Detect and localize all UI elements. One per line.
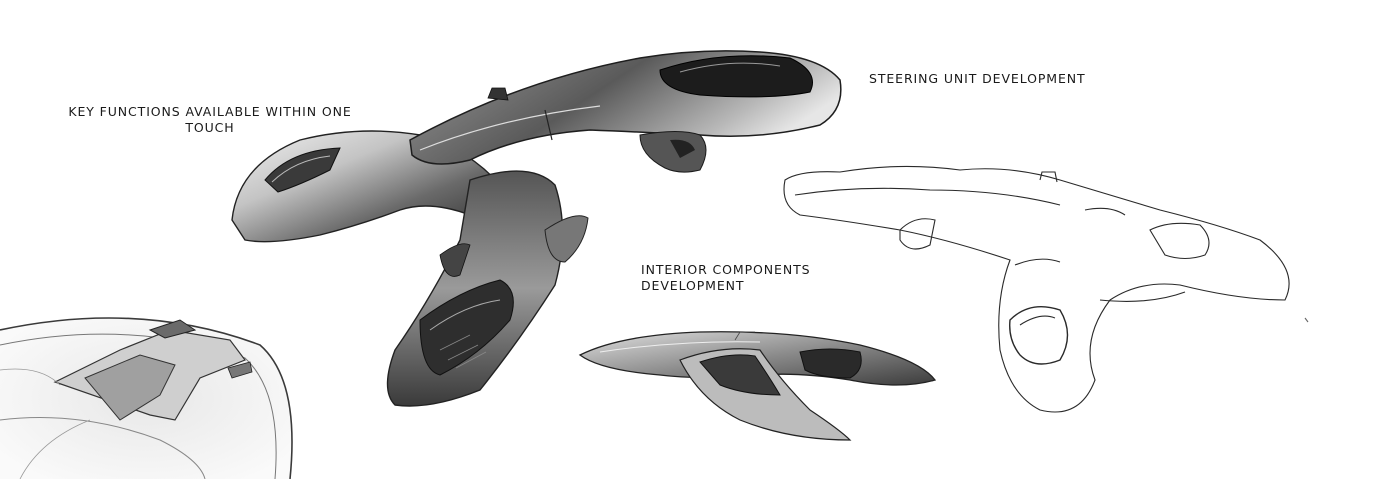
caption-interior-line1: INTERIOR COMPONENTS	[641, 262, 811, 277]
steering-unit-main-sketch	[231, 50, 842, 407]
caption-key-functions: KEY FUNCTIONS AVAILABLE WITHIN ONE TOUCH	[40, 104, 380, 136]
caption-key-functions-line1: KEY FUNCTIONS AVAILABLE WITHIN ONE	[68, 104, 352, 119]
steering-unit-line-sketch	[783, 165, 1309, 413]
caption-steering-unit-text: STEERING UNIT DEVELOPMENT	[869, 71, 1086, 86]
caption-key-functions-line2: TOUCH	[185, 120, 235, 135]
caption-steering-unit: STEERING UNIT DEVELOPMENT	[869, 71, 1086, 87]
caption-interior-line2: DEVELOPMENT	[641, 278, 745, 293]
cockpit-perspective-sketch	[0, 317, 293, 479]
caption-interior-components: INTERIOR COMPONENTS DEVELOPMENT	[641, 262, 810, 294]
interior-component-sketch	[578, 331, 937, 441]
